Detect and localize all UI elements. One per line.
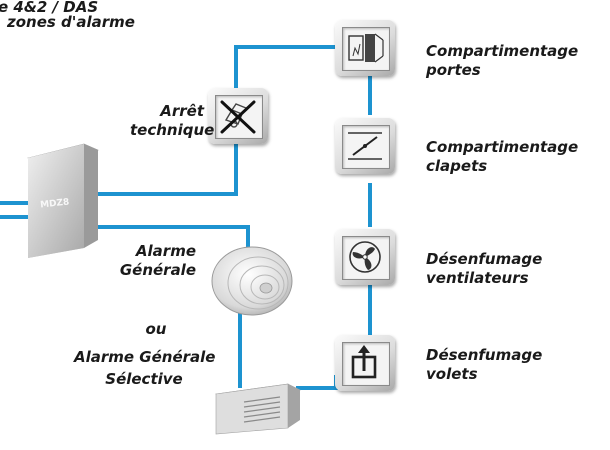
label-clapets: Compartimentage clapets — [426, 138, 579, 175]
controller-cabinet: MDZ8 — [27, 143, 99, 258]
label-portes: Compartimentage portes — [426, 42, 579, 79]
technical-stop-box — [208, 88, 268, 144]
output-box-volets — [335, 335, 395, 391]
label-volets: Désenfumage volets — [426, 346, 543, 383]
output-box-clapets — [335, 118, 395, 174]
controller-label: MDZ8 — [40, 198, 70, 211]
damper-icon — [348, 132, 382, 160]
vent-hatch-icon — [351, 345, 377, 379]
fan-icon — [349, 241, 381, 273]
label-ventilateurs: Désenfumage ventilateurs — [426, 250, 543, 287]
door-icon — [348, 33, 384, 63]
header-line-1: e 4&2 / DAS — [0, 0, 99, 16]
ou-label: ou — [145, 320, 167, 338]
alarme-selective-label: Alarme Générale Sélective — [74, 348, 216, 388]
arret-technique-label: Arrêt technique — [130, 102, 215, 139]
output-box-portes — [335, 20, 395, 76]
siren-icon — [211, 246, 293, 316]
output-box-ventilateurs — [335, 229, 395, 285]
header-line-2: zones d'alarme — [7, 13, 135, 31]
machine-crossed-icon — [220, 100, 256, 134]
alarme-generale-label: Alarme Générale — [119, 242, 196, 279]
selective-alarm-unit-icon — [215, 383, 301, 435]
